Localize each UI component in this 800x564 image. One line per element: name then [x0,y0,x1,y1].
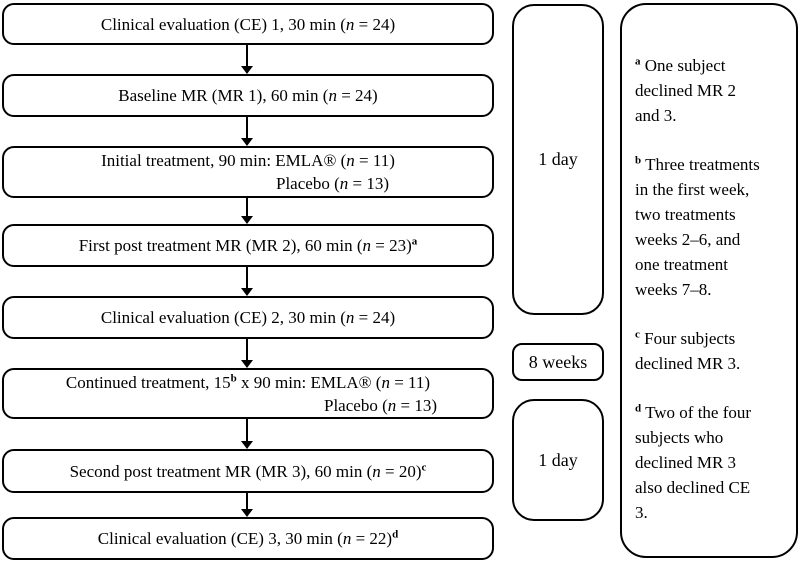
footnote-d-text: Two of the four subjects who declined MR… [635,403,752,522]
arrow-shaft [246,117,248,140]
arrow-shaft [246,419,248,443]
footnotes-panel: a One subject declined MR 2 and 3. b Thr… [620,3,798,558]
footnote-ref-b: b [230,371,237,384]
arrow-head [241,360,253,368]
footnote-b: b Three treatments in the first week, tw… [635,152,791,302]
footnote-marker-d: d [635,402,642,415]
arrow-head [241,509,253,517]
flow-box-ce1: Clinical evaluation (CE) 1, 30 min (n = … [2,3,494,45]
arrow-head [241,288,253,296]
arrow-head [241,138,253,146]
flow-box-ce3: Clinical evaluation (CE) 3, 30 min (n = … [2,517,494,560]
flow-box-continued-treatment: Continued treatment, 15b x 90 min: EMLA®… [2,368,494,419]
down-arrow-icon [241,339,253,368]
down-arrow-icon [241,198,253,224]
down-arrow-icon [241,117,253,146]
down-arrow-icon [241,267,253,296]
flow-box-ce1-label: Clinical evaluation (CE) 1, 30 min (n = … [100,14,396,34]
flow-box-mr1-label: Baseline MR (MR 1), 60 min (n = 24) [118,86,378,105]
footnote-ref-d: d [392,528,399,541]
duration-box-1-day-top: 1 day [512,4,604,315]
down-arrow-icon [241,493,253,517]
flow-box-continued-treatment-line2: Placebo (n = 13) [324,395,437,415]
duration-box-1-day-bottom: 1 day [512,399,604,521]
down-arrow-icon [241,44,253,74]
flow-box-initial-treatment-line1: Initial treatment, 90 min: EMLA® (n = 11… [101,151,395,170]
arrow-shaft [246,339,248,362]
arrow-shaft [246,493,248,511]
footnote-a: a One subject declined MR 2 and 3. [635,53,791,128]
footnote-ref-c: c [421,460,427,473]
duration-label: 1 day [538,449,578,470]
footnote-ref-a: a [411,235,418,248]
footnote-marker-a: a [635,55,641,68]
footnote-a-text: One subject declined MR 2 and 3. [635,56,737,125]
flow-box-ce2: Clinical evaluation (CE) 2, 30 min (n = … [2,296,494,339]
flow-box-continued-treatment-line1: Continued treatment, 15b x 90 min: EMLA®… [65,371,431,392]
duration-box-8-weeks: 8 weeks [512,343,604,381]
footnote-c: c Four subjects declined MR 3. [635,326,791,376]
footnote-c-text: Four subjects declined MR 3. [635,329,741,373]
arrow-head [241,216,253,224]
arrow-shaft [246,198,248,218]
footnote-b-text: Three treatments in the first week, two … [635,155,760,299]
down-arrow-icon [241,419,253,449]
flow-box-initial-treatment-line2: Placebo (n = 13) [276,174,389,193]
flow-box-ce2-label: Clinical evaluation (CE) 2, 30 min (n = … [100,308,396,327]
flow-box-ce3-label: Clinical evaluation (CE) 3, 30 min (n = … [97,528,399,548]
arrow-head [241,441,253,449]
arrow-head [241,66,253,74]
arrow-shaft [246,44,248,68]
arrow-shaft [246,267,248,290]
flow-box-mr2: First post treatment MR (MR 2), 60 min (… [2,224,494,267]
footnote-d: d Two of the four subjects who declined … [635,400,791,525]
flow-box-mr3-label: Second post treatment MR (MR 3), 60 min … [69,460,427,481]
flow-box-initial-treatment: Initial treatment, 90 min: EMLA® (n = 11… [2,146,494,198]
flow-box-mr1: Baseline MR (MR 1), 60 min (n = 24) [2,74,494,117]
duration-label: 8 weeks [528,351,588,372]
flow-box-mr2-label: First post treatment MR (MR 2), 60 min (… [78,235,418,255]
footnote-marker-c: c [635,328,640,341]
flow-box-mr3: Second post treatment MR (MR 3), 60 min … [2,449,494,493]
footnote-marker-b: b [635,154,642,167]
duration-label: 1 day [538,149,578,169]
